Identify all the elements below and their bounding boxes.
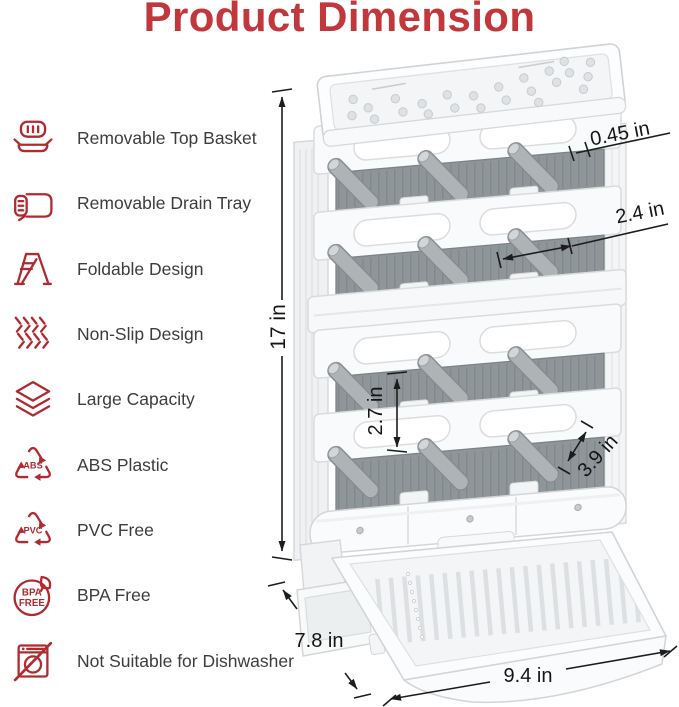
feature-item: Foldable Design [10, 237, 294, 302]
top-basket-icon [13, 120, 53, 152]
svg-text:BPA: BPA [22, 587, 42, 598]
feature-label: ABS Plastic [77, 454, 169, 475]
dimension-label-depth: 7.8 in [294, 630, 344, 652]
feature-item: ABS ABS Plastic [10, 432, 294, 497]
feature-label: Not Suitable for Dishwasher [77, 650, 294, 671]
peg [507, 430, 560, 483]
svg-text:PVC: PVC [24, 526, 43, 536]
no-dishwasher-icon [13, 641, 53, 682]
feature-item: Removable Top Basket [10, 106, 294, 171]
feature-item: PVC PVC Free [10, 498, 294, 563]
feature-list: Removable Top Basket Removable Drain Tra… [10, 106, 294, 694]
dimension-lines [267, 88, 678, 707]
height-dimension-line [271, 88, 293, 561]
abs-recycle-icon: ABS [15, 447, 51, 481]
feature-label: PVC Free [77, 519, 154, 540]
feature-item: Removable Drain Tray [10, 171, 294, 236]
depth-dimension-line [267, 581, 372, 699]
peg [417, 438, 470, 491]
peg-spacing-dimension-line [496, 223, 669, 269]
pvc-recycle-icon: PVC [15, 512, 51, 547]
peg [327, 243, 380, 297]
bpa-free-icon: BPA FREE [13, 575, 52, 616]
row-gap-dimension-line [386, 371, 408, 453]
drain-tray-icon [14, 193, 53, 222]
width-dimension-line [382, 645, 678, 707]
feature-item: Non-Slip Design [10, 302, 294, 367]
rack-row [313, 303, 622, 416]
feature-item: Large Capacity [10, 367, 294, 432]
svg-text:ABS: ABS [23, 461, 42, 471]
dimension-label-row-gap: 2.7 in [365, 386, 387, 436]
feature-label: Removable Drain Tray [77, 193, 252, 214]
page-title: Product Dimension [143, 0, 536, 40]
peg [417, 150, 470, 203]
feature-label: Foldable Design [77, 258, 204, 279]
feature-label: Non-Slip Design [77, 324, 204, 345]
feature-item: Not Suitable for Dishwasher [10, 628, 294, 693]
rack-row [313, 99, 622, 212]
drain-tray [331, 531, 667, 704]
layers-icon [15, 380, 51, 417]
peg-length-dimension-line [557, 420, 594, 475]
feature-label: BPA Free [77, 585, 151, 606]
foldable-icon [14, 253, 52, 286]
feature-label: Large Capacity [77, 389, 195, 410]
feature-item: BPA FREE BPA Free [10, 563, 294, 628]
non-slip-icon [14, 316, 50, 349]
rack-tower [293, 67, 627, 568]
top-basket [316, 43, 627, 147]
dimension-label-width: 9.4 in [503, 665, 553, 687]
peg-diameter-dimension-line [568, 132, 671, 162]
feature-label: Removable Top Basket [77, 128, 257, 149]
svg-text:FREE: FREE [19, 597, 46, 608]
peg [327, 445, 380, 499]
